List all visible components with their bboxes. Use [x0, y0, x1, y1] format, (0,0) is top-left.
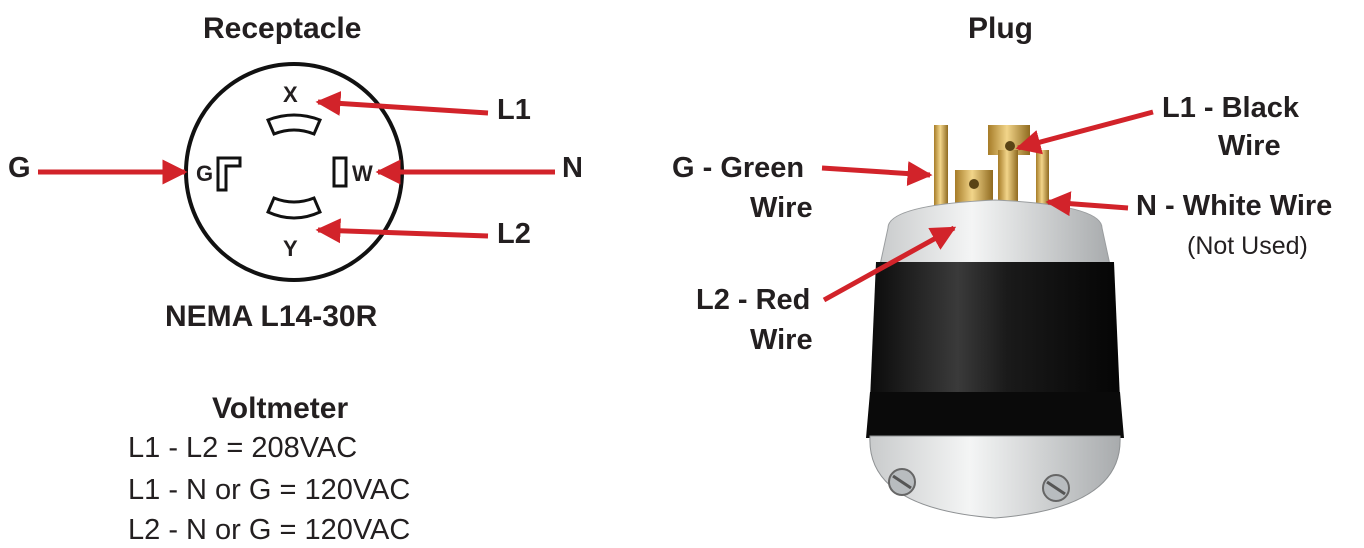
- voltmeter-line-3: L2 - N or G = 120VAC: [128, 514, 411, 546]
- arrow-plug-l2: [822, 225, 957, 303]
- callout-l2: L2: [497, 218, 531, 250]
- plug-title: Plug: [968, 12, 1033, 45]
- plug-illustration: [866, 125, 1124, 519]
- slot-x-label: X: [283, 82, 298, 107]
- plug-arrows: [821, 109, 1154, 303]
- slot-w-label: W: [352, 161, 373, 186]
- callout-plug-l1-line1: L1 - Black: [1162, 92, 1299, 124]
- voltmeter-line-1: L1 - L2 = 208VAC: [128, 432, 358, 464]
- slot-y-label: Y: [283, 236, 298, 261]
- slot-x: [266, 113, 322, 136]
- callout-g: G: [8, 152, 31, 184]
- callout-n: N: [562, 152, 583, 184]
- receptacle-arrows: [38, 90, 555, 244]
- slot-y: [266, 196, 322, 220]
- arrow-plug-l1: [1015, 109, 1154, 155]
- callout-plug-l2-line2: Wire: [750, 324, 813, 356]
- arrow-l1: [315, 90, 489, 116]
- arrow-plug-n: [1045, 191, 1129, 217]
- voltmeter-title: Voltmeter: [212, 392, 349, 425]
- arrow-l2: [315, 218, 489, 244]
- callout-plug-l1-line2: Wire: [1218, 130, 1281, 162]
- slot-g: [216, 156, 242, 192]
- callout-plug-n-line1: N - White Wire: [1136, 190, 1333, 222]
- callout-l1: L1: [497, 94, 531, 126]
- callout-plug-g-line2: Wire: [750, 192, 813, 224]
- slot-g-label: G: [196, 161, 214, 186]
- receptacle-model: NEMA L14-30R: [165, 300, 378, 333]
- voltmeter-line-2: L1 - N or G = 120VAC: [128, 474, 411, 506]
- callout-plug-n-note: (Not Used): [1187, 232, 1308, 260]
- callout-plug-l2-line1: L2 - Red: [696, 284, 811, 316]
- slot-w: [332, 156, 348, 188]
- receptacle-title: Receptacle: [203, 12, 362, 45]
- callout-plug-g-line1: G - Green: [672, 152, 805, 184]
- arrow-plug-g: [821, 161, 933, 187]
